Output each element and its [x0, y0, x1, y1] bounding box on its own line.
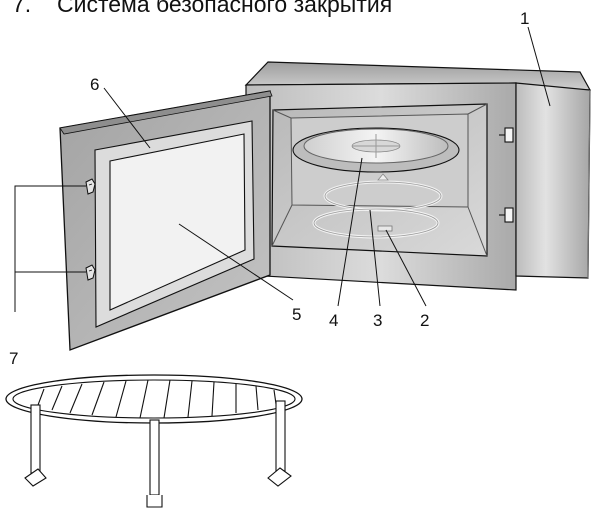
door-latch-hook-lower — [85, 264, 96, 281]
callout-7: 7 — [9, 349, 18, 368]
door-glass — [109, 133, 246, 311]
callout-6: 6 — [90, 75, 99, 94]
caption-number: 7. — [12, 0, 32, 17]
oven-cavity — [271, 103, 514, 257]
caption-text: Система безопасного закрытия — [57, 0, 393, 17]
rack-leg-front — [146, 419, 163, 508]
callout-labels: 1 2 3 4 5 6 7 — [9, 9, 529, 368]
callout-1: 1 — [520, 9, 529, 28]
turntable-coupler — [312, 207, 440, 239]
control-panel — [515, 82, 591, 279]
callout-3: 3 — [373, 311, 382, 330]
door-edge — [59, 90, 273, 135]
glass-turntable — [292, 127, 460, 173]
grill-rack — [5, 374, 303, 508]
oven-door — [59, 90, 273, 351]
rack-leg-right — [267, 400, 292, 487]
figure-caption: 7. Система безопасного закрытия — [0, 0, 595, 19]
callout-2: 2 — [420, 311, 429, 330]
door-latch-hook-upper — [85, 178, 96, 195]
callout-4: 4 — [329, 311, 338, 330]
latch-slot-lower — [504, 207, 514, 223]
callout-5: 5 — [292, 305, 301, 324]
latch-slot-upper — [504, 127, 514, 143]
rack-leg-left — [24, 404, 47, 487]
callout-leaders — [14, 26, 551, 312]
